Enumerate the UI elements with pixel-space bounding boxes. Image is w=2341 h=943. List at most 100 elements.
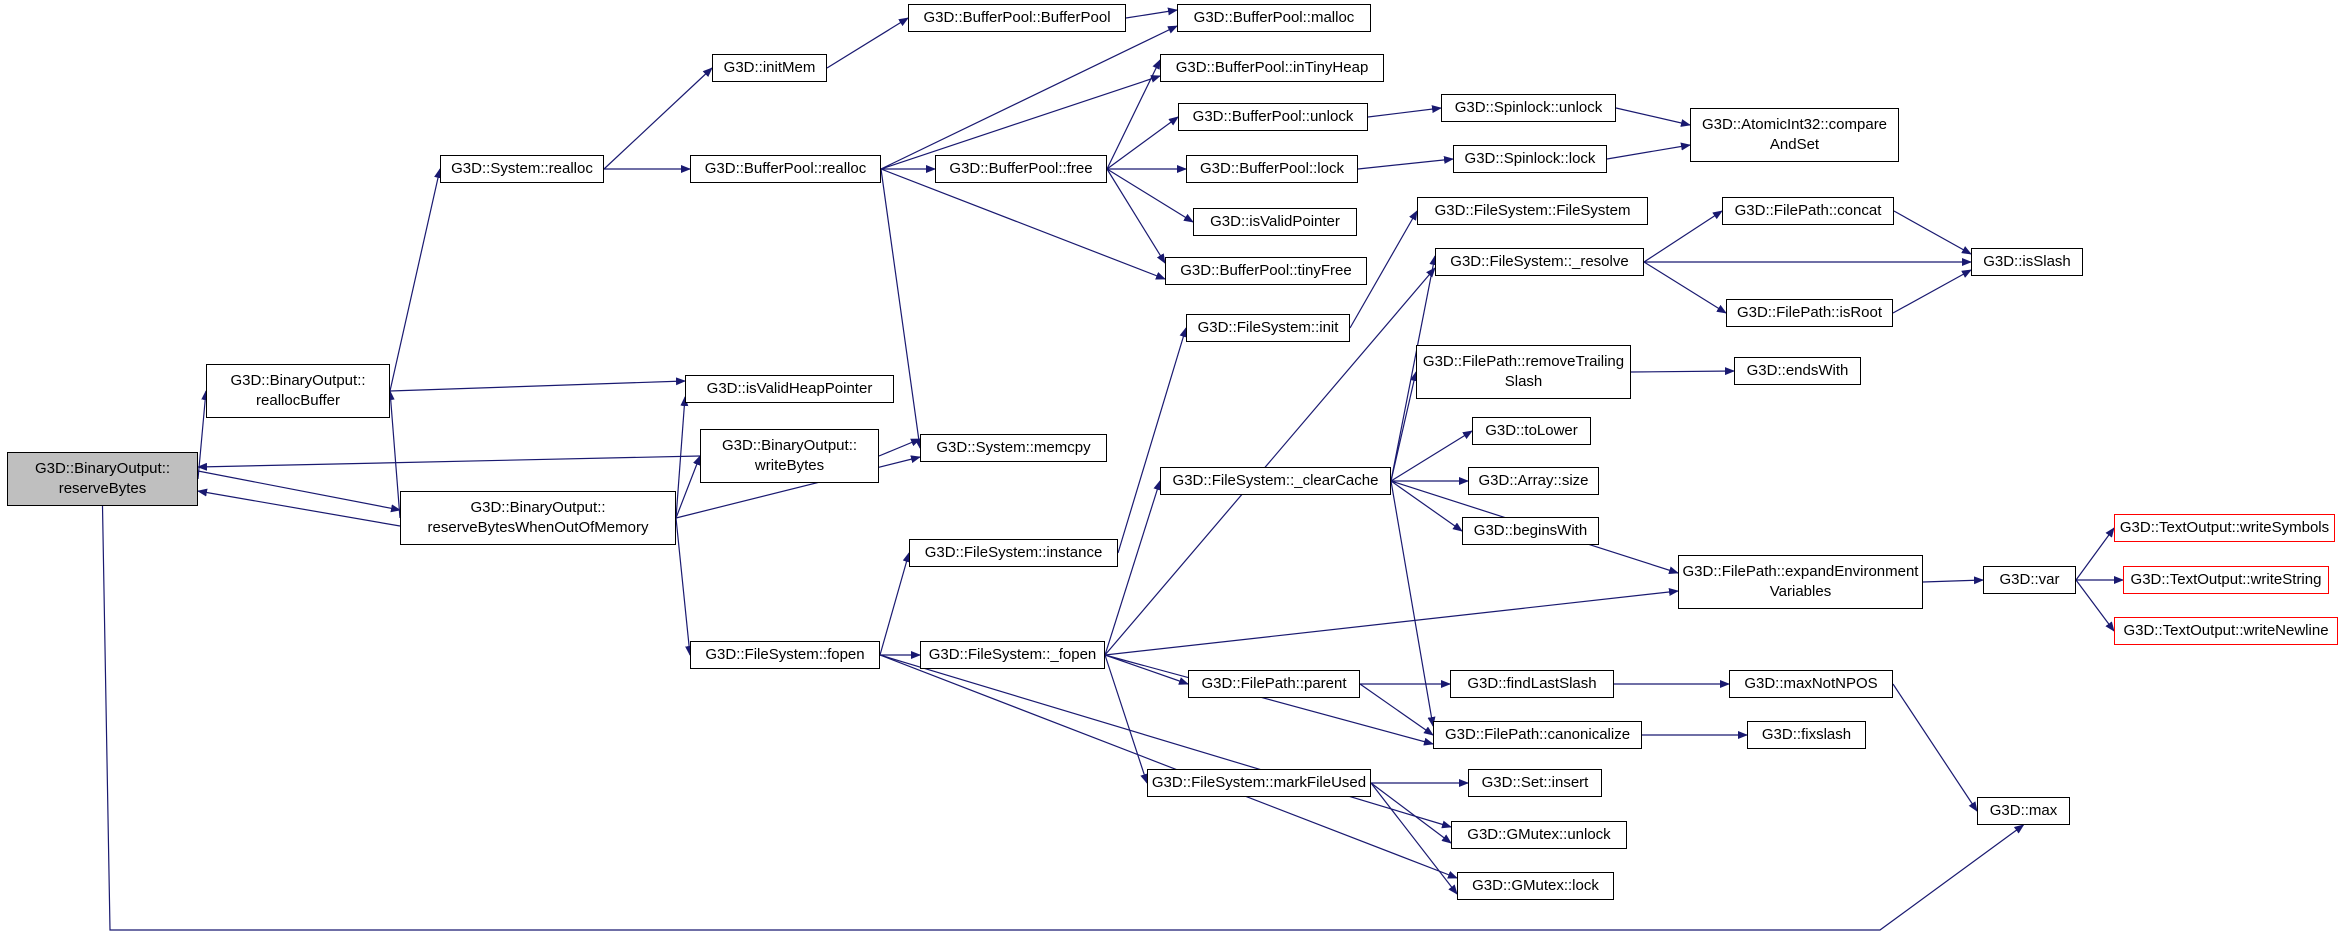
node-fpConcat[interactable]: G3D::FilePath::concat [1722,197,1894,225]
node-writeString[interactable]: G3D::TextOutput::writeString [2123,566,2329,594]
node-bpRealloc[interactable]: G3D::BufferPool::realloc [690,155,881,183]
node-fsInstance[interactable]: G3D::FileSystem::instance [909,539,1118,567]
node-label-line: G3D::FilePath::expandEnvironment [1682,562,1919,580]
edge-reserveWhenOOM-fopen [675,517,694,656]
edge-fsResolve-fpConcat [1643,210,1723,263]
node-label-line: G3D::FileSystem::_clearCache [1172,471,1379,489]
node-label-line: G3D::BufferPool::unlock [1192,107,1354,125]
node-writeSymbols[interactable]: G3D::TextOutput::writeSymbols [2114,514,2335,542]
node-label-line: G3D::BufferPool::lock [1200,159,1344,177]
node-label-line: G3D::FilePath::isRoot [1736,303,1883,321]
edge-_fopen-fpParent [1104,654,1189,685]
node-label-line: G3D::FileSystem::markFileUsed [1151,773,1367,791]
node-spinLock[interactable]: G3D::Spinlock::lock [1453,145,1607,173]
node-fixslash[interactable]: G3D::fixslash [1747,721,1866,749]
node-label-line: G3D::FileSystem::FileSystem [1434,201,1631,219]
edge-reserveWhenOOM-isValidHeapPointer [675,396,689,519]
edge-markFileUsed-gmLock [1370,782,1458,895]
edge-reserveWhenOOM-reallocBuffer [386,390,401,519]
node-label-line: G3D::BufferPool::inTinyHeap [1175,58,1369,76]
node-bpMalloc[interactable]: G3D::BufferPool::malloc [1177,4,1371,32]
edge-maxNotNPOS-max [1892,683,1978,812]
node-label-line: G3D::BinaryOutput:: [230,371,366,389]
node-arraySize[interactable]: G3D::Array::size [1468,467,1599,495]
edge-writeBytes-reserveBytes [197,455,701,471]
node-writeBytes[interactable]: G3D::BinaryOutput::writeBytes [700,429,879,483]
edge-fsInit-fsCtor [1349,210,1418,329]
edge-bpFree-bpInTinyHeap [1106,59,1161,170]
edge-reallocBuffer-isValidHeapPointer [389,377,686,392]
node-isValidHeapPointer[interactable]: G3D::isValidHeapPointer [685,375,894,403]
node-gmLock[interactable]: G3D::GMutex::lock [1457,872,1614,900]
node-spinUnlock[interactable]: G3D::Spinlock::unlock [1441,94,1616,122]
node-reserveBytes[interactable]: G3D::BinaryOutput::reserveBytes [7,452,198,506]
node-bpInTinyHeap[interactable]: G3D::BufferPool::inTinyHeap [1160,54,1384,82]
node-writeNewline[interactable]: G3D::TextOutput::writeNewline [2114,617,2338,645]
node-label-line: G3D::FileSystem::fopen [705,645,865,663]
node-label-line: G3D::BinaryOutput:: [470,498,606,516]
node-clearCache[interactable]: G3D::FileSystem::_clearCache [1160,467,1391,495]
node-label-line: G3D::maxNotNPOS [1744,674,1878,692]
node-max[interactable]: G3D::max [1977,797,2070,825]
node-fpParent[interactable]: G3D::FilePath::parent [1188,670,1360,698]
node-fsCtor[interactable]: G3D::FileSystem::FileSystem [1417,197,1648,225]
node-label-line: G3D::Set::insert [1481,773,1589,791]
node-label-line: G3D::FilePath::concat [1734,201,1882,219]
node-reserveWhenOOM[interactable]: G3D::BinaryOutput::reserveBytesWhenOutOf… [400,491,676,545]
edge-systemRealloc-initMem [603,67,713,170]
edge-reserveBytes-max [101,505,2025,931]
node-label-line: G3D::GMutex::lock [1472,876,1599,894]
node-reallocBuffer[interactable]: G3D::BinaryOutput::reallocBuffer [206,364,390,418]
node-label-line: G3D::BufferPool::realloc [704,159,867,177]
node-bpFree[interactable]: G3D::BufferPool::free [935,155,1107,183]
node-label-line: AndSet [1769,136,1820,153]
node-initMem[interactable]: G3D::initMem [712,54,827,82]
node-label-line: G3D::BinaryOutput:: [721,436,858,454]
node-bpCtor[interactable]: G3D::BufferPool::BufferPool [908,4,1126,32]
node-fpIsRoot[interactable]: G3D::FilePath::isRoot [1726,299,1893,327]
edge-bpFree-bpUnlock [1106,116,1179,170]
node-maxNotNPOS[interactable]: G3D::maxNotNPOS [1729,670,1893,698]
node-fopen[interactable]: G3D::FileSystem::fopen [690,641,880,669]
node-fsInit[interactable]: G3D::FileSystem::init [1186,314,1350,342]
node-canonicalize[interactable]: G3D::FilePath::canonicalize [1433,721,1642,749]
edge-fpIsRoot-isSlash [1892,269,1972,314]
edge-_fopen-clearCache [1104,480,1162,656]
node-label-line: reallocBuffer [256,392,340,409]
node-isSlash[interactable]: G3D::isSlash [1971,248,2083,276]
node-setInsert[interactable]: G3D::Set::insert [1468,769,1602,797]
node-gmUnlock[interactable]: G3D::GMutex::unlock [1451,821,1627,849]
node-label-line: G3D::Array::size [1478,471,1589,489]
node-bpTinyFree[interactable]: G3D::BufferPool::tinyFree [1165,257,1367,285]
node-label-line: G3D::BufferPool::malloc [1193,8,1355,26]
edge-fpConcat-isSlash [1893,210,1972,255]
node-bpLock[interactable]: G3D::BufferPool::lock [1186,155,1358,183]
node-label-line: G3D::TextOutput::writeNewline [2123,621,2329,639]
node-toLower[interactable]: G3D::toLower [1472,417,1591,445]
node-label-line: G3D::FilePath::canonicalize [1444,725,1631,743]
node-beginsWith[interactable]: G3D::beginsWith [1462,517,1599,545]
edge-bpRealloc-bpMalloc [880,25,1178,170]
edge-writeBytes-memcpy [878,438,921,457]
node-memcpy[interactable]: G3D::System::memcpy [920,434,1107,462]
node-isValidPointer[interactable]: G3D::isValidPointer [1193,208,1357,236]
node-systemRealloc[interactable]: G3D::System::realloc [440,155,604,183]
edge-bpRealloc-memcpy [880,168,923,449]
edge-fopen-gmUnlock [879,654,1452,829]
node-label-line: G3D::findLastSlash [1467,674,1597,692]
node-markFileUsed[interactable]: G3D::FileSystem::markFileUsed [1147,769,1371,797]
node-_fopen[interactable]: G3D::FileSystem::_fopen [920,641,1105,669]
node-label-line: G3D::isValidPointer [1210,212,1340,230]
node-label-line: G3D::GMutex::unlock [1467,825,1611,843]
node-label-line: G3D::BinaryOutput:: [34,459,171,477]
node-fsResolve[interactable]: G3D::FileSystem::_resolve [1435,248,1644,276]
node-bpUnlock[interactable]: G3D::BufferPool::unlock [1178,103,1368,131]
node-endsWith[interactable]: G3D::endsWith [1734,357,1861,385]
node-findLastSlash[interactable]: G3D::findLastSlash [1450,670,1614,698]
node-var[interactable]: G3D::var [1983,566,2076,594]
node-label-line: G3D::BufferPool::BufferPool [923,8,1111,26]
